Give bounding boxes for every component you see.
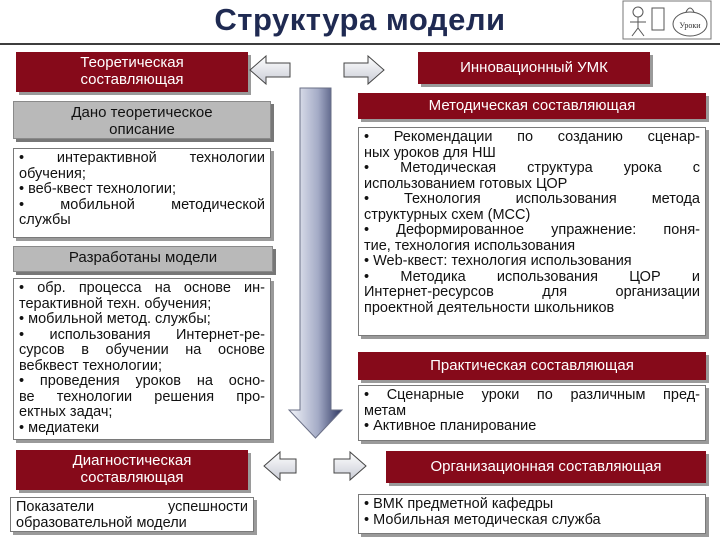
given-item-1b: обучения;: [19, 165, 86, 182]
methodical-component-header: Методическая составляющая: [358, 93, 706, 119]
methodical-item-1b: ных уроков для НШ: [364, 144, 496, 161]
developed-item-3c: вебквест технологии;: [19, 357, 163, 374]
methodical-item-5: • Web-квест: технология использования: [364, 253, 632, 269]
developed-item-4c: ектных задач;: [19, 404, 113, 420]
vertical-arrow: [287, 87, 344, 439]
methodical-item-2a: • Методическая структура урока с: [364, 160, 700, 176]
diagnostic-text-line-1: Показатели успешности: [16, 499, 248, 515]
given-item-3a: • мобильной методической: [19, 196, 265, 213]
developed-item-4a: • проведения уроков на осно-: [19, 373, 265, 389]
diagnostic-text-box: Показатели успешности образовательной мо…: [10, 497, 254, 532]
practical-component-header: Практическая составляющая: [358, 352, 706, 380]
methodical-item-4a: • Деформированное упражнение: поня-: [364, 222, 700, 238]
organizational-list: • ВМК предметной кафедры • Мобильная мет…: [358, 494, 706, 534]
given-item-2: • веб-квест технологии;: [19, 181, 176, 197]
given-description-header: Дано теоретическое описание: [13, 101, 271, 139]
given-item-1a: • интерактивной технологии: [19, 150, 265, 166]
organizational-item-1: • ВМК предметной кафедры: [364, 496, 554, 512]
theoretical-header-line-1: Теоретическая: [80, 54, 184, 71]
diagnostic-header-line-1: Диагностическая: [72, 452, 192, 469]
given-header-line-2: описание: [109, 120, 175, 138]
methodical-item-3b: структурных схем (МСС): [364, 206, 531, 223]
methodical-item-6c: проектной деятельности школьников: [364, 299, 615, 316]
bidirectional-arrow-bottom-left: [263, 450, 297, 482]
organizational-component-header: Организационная составляющая: [386, 451, 706, 483]
practical-item-1b: метам: [364, 402, 407, 419]
lessons-logo: Уроки: [622, 0, 712, 40]
diagnostic-header-line-2: составляющая: [80, 468, 184, 486]
developed-item-2: • мобильной метод. службы;: [19, 311, 211, 327]
practical-list: • Сценарные уроки по различным пред- мет…: [358, 385, 706, 441]
developed-item-3a: • использования Интернет-ре-: [19, 326, 265, 343]
given-description-list: • интерактивной технологии обучения; • в…: [13, 148, 271, 238]
innovative-umk-header: Инновационный УМК: [418, 52, 650, 84]
methodical-item-6b: Интернет-ресурсов для организации: [364, 284, 700, 300]
bidirectional-arrow-bottom-right: [333, 450, 367, 482]
practical-item-1a: • Сценарные уроки по различным пред-: [364, 387, 700, 403]
diagnostic-component-header: Диагностическая составляющая: [16, 450, 248, 490]
logo-caption: Уроки: [679, 21, 701, 30]
methodical-item-6a: • Методика использования ЦОР и: [364, 268, 700, 285]
developed-item-5: • медиатеки: [19, 419, 100, 436]
methodical-list: • Рекомендации по созданию сценар- ных у…: [358, 127, 706, 336]
bidirectional-arrow-top-right: [343, 54, 385, 86]
given-header-line-1: Дано теоретическое: [71, 104, 213, 121]
theoretical-component-header: Теоретическая составляющая: [16, 52, 248, 92]
methodical-item-2b: использованием готовых ЦОР: [364, 175, 568, 192]
developed-item-3b: сурсов в обучении на основе: [19, 342, 265, 358]
developed-item-1b: терактивной техн. обучения;: [19, 295, 212, 312]
bidirectional-arrow-top-left: [249, 54, 291, 86]
developed-item-1a: • обр. процесса на основе ин-: [19, 280, 265, 296]
methodical-item-4b: тие, технология использования: [364, 237, 576, 254]
methodical-item-3a: • Технология использования метода: [364, 191, 700, 207]
organizational-item-2: • Мобильная методическая служба: [364, 511, 601, 528]
developed-models-list: • обр. процесса на основе ин- терактивно…: [13, 278, 271, 440]
title-divider: [0, 43, 720, 45]
developed-models-header: Разработаны модели: [13, 246, 273, 272]
developed-item-4b: ве технологии решения про-: [19, 388, 265, 405]
theoretical-header-line-2: составляющая: [80, 70, 184, 88]
diagnostic-text-line-2: образовательной модели: [16, 514, 187, 531]
practical-item-2: • Активное планирование: [364, 418, 537, 434]
given-item-3b: службы: [19, 212, 71, 228]
methodical-item-1a: • Рекомендации по созданию сценар-: [364, 129, 700, 145]
page-title: Структура модели: [214, 2, 506, 37]
